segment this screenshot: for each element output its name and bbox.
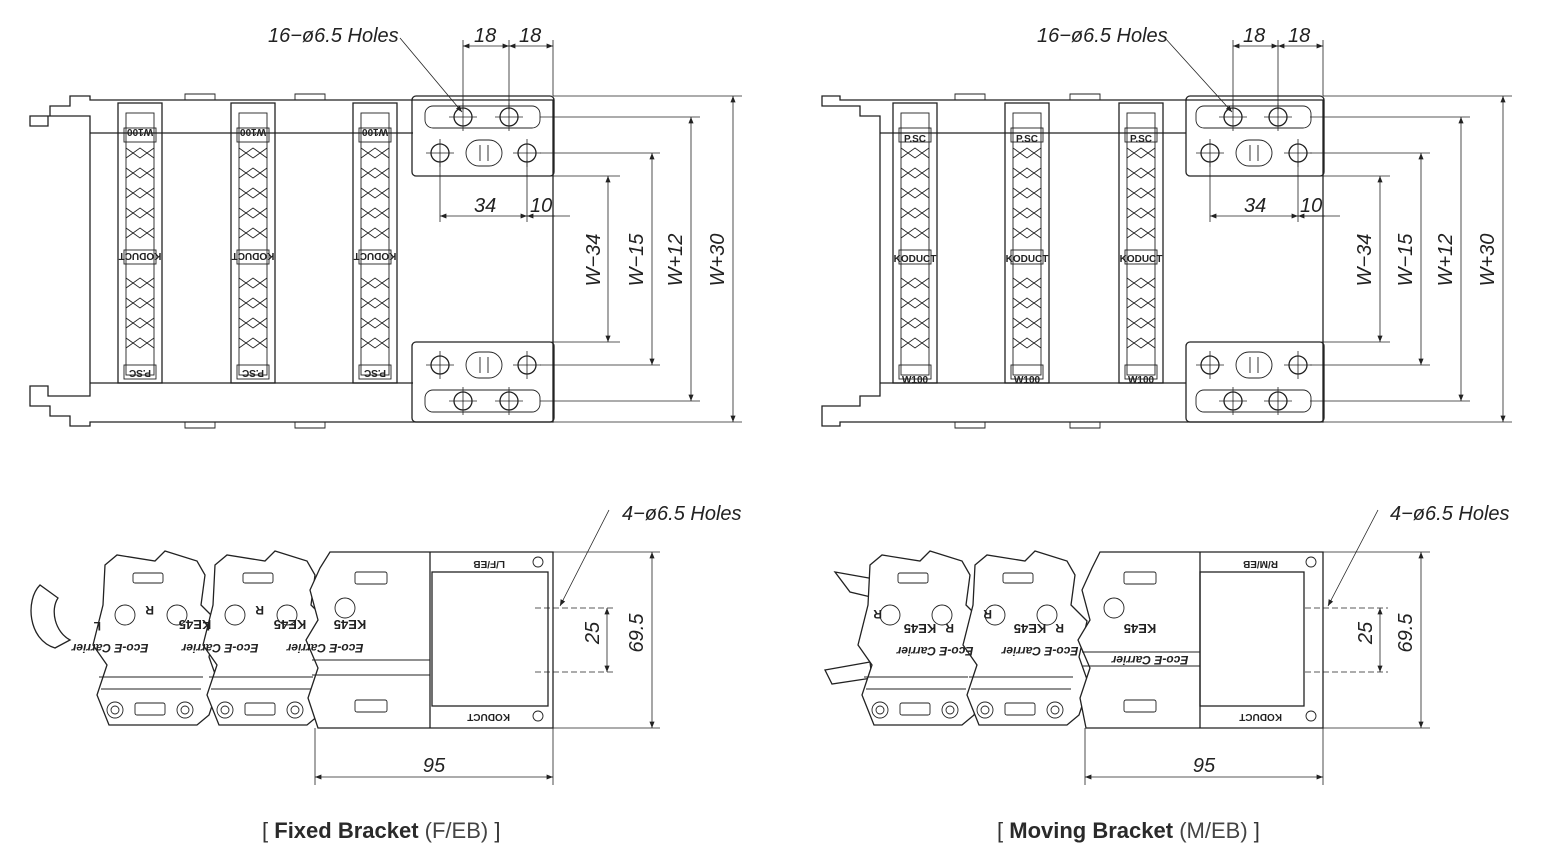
svg-text:P.SC: P.SC	[242, 367, 264, 378]
moving-dim-69.5: 69.5	[1395, 613, 1417, 653]
moving-model-label-1: KE45	[904, 621, 937, 636]
fixed-dim-w+30: W+30	[707, 234, 729, 287]
moving-model-label-3: KE45	[1124, 621, 1157, 636]
fixed-model-label-2: KE45	[274, 617, 307, 632]
svg-text:P.SC: P.SC	[129, 367, 151, 378]
fixed-dim-w+12: W+12	[665, 234, 687, 287]
fixed-dim-w-15: W−15	[626, 233, 648, 287]
moving-product-label-2: Eco-E Carrier	[1000, 644, 1078, 658]
svg-text:W100: W100	[1014, 375, 1041, 386]
moving-caption-code: (M/EB)	[1179, 818, 1248, 843]
fixed-caption-code: (F/EB)	[424, 818, 489, 843]
moving-dim-95: 95	[1193, 755, 1216, 777]
fixed-r-mark-1: R	[145, 603, 154, 617]
caption-open-bracket: [	[997, 818, 1004, 843]
fixed-bottom-holes-label: 4−ø6.5 Holes	[622, 503, 742, 525]
svg-text:P.SC: P.SC	[364, 367, 386, 378]
svg-text:KODUCT: KODUCT	[119, 250, 162, 261]
moving-link-labels: P.SC P.SC P.SC KODUCT KODUCT KODUCT W100…	[894, 134, 1163, 386]
moving-product-label-1: Eco-E Carrier	[895, 644, 973, 658]
fixed-side-view	[30, 550, 554, 729]
moving-side-mark-1: R	[945, 621, 954, 635]
svg-text:KODUCT: KODUCT	[1120, 254, 1163, 265]
fixed-side-mark-1: L	[94, 619, 101, 633]
moving-r-mark-1: R	[873, 607, 882, 621]
fixed-dim-95: 95	[423, 755, 446, 777]
svg-text:W100: W100	[362, 126, 389, 137]
fixed-dim-69.5: 69.5	[626, 613, 648, 653]
moving-dim-w-34: W−34	[1354, 234, 1376, 287]
moving-model-label-2: KE45	[1014, 621, 1047, 636]
fixed-model-label-1: KE45	[179, 617, 212, 632]
caption-close-bracket: ]	[494, 818, 501, 843]
fixed-product-label-2: Eco-E Carrier	[180, 641, 258, 655]
fixed-dim-w-34: W−34	[583, 234, 605, 287]
svg-text:W100: W100	[1128, 375, 1155, 386]
fixed-top-holes-label: 16−ø6.5 Holes	[268, 25, 399, 47]
fixed-bracket-label: L/F/EB	[473, 558, 505, 569]
moving-dim-34: 34	[1244, 195, 1266, 217]
svg-text:P.SC: P.SC	[1130, 134, 1152, 145]
moving-top-holes-label: 16−ø6.5 Holes	[1037, 25, 1168, 47]
svg-text:KODUCT: KODUCT	[1006, 254, 1049, 265]
moving-caption-title: Moving Bracket	[1009, 818, 1174, 843]
fixed-dim-10: 10	[530, 195, 552, 217]
fixed-caption-title: Fixed Bracket	[274, 818, 419, 843]
moving-dim-18a: 18	[1243, 25, 1265, 47]
fixed-product-label-1: Eco-E Carrier	[70, 641, 148, 655]
caption-open-bracket: [	[262, 818, 269, 843]
moving-dim-18b: 18	[1288, 25, 1310, 47]
moving-bracket-caption: [ Moving Bracket (M/EB) ]	[997, 818, 1260, 844]
svg-text:W100: W100	[127, 126, 154, 137]
moving-brand-label: KODUCT	[1239, 711, 1282, 722]
moving-dim-w+12: W+12	[1435, 234, 1457, 287]
fixed-dim-18a: 18	[474, 25, 496, 47]
svg-text:KODUCT: KODUCT	[894, 254, 937, 265]
svg-text:KODUCT: KODUCT	[232, 250, 275, 261]
fixed-brand-label: KODUCT	[467, 711, 510, 722]
moving-bottom-holes-label: 4−ø6.5 Holes	[1390, 503, 1510, 525]
moving-dim-w+30: W+30	[1477, 234, 1499, 287]
moving-side-dimensions	[1084, 509, 1430, 785]
fixed-bracket-caption: [ Fixed Bracket (F/EB) ]	[262, 818, 500, 844]
fixed-side-dimensions	[314, 509, 660, 785]
svg-text:KODUCT: KODUCT	[354, 250, 397, 261]
moving-side-mark-2: R	[1055, 621, 1064, 635]
svg-text:W100: W100	[902, 375, 929, 386]
svg-text:P.SC: P.SC	[904, 134, 926, 145]
moving-side-view	[824, 550, 1324, 729]
moving-dim-10: 10	[1300, 195, 1322, 217]
moving-product-label-3: Eco-E Carrier	[1110, 653, 1188, 667]
fixed-link-labels: W100 W100 W100 KODUCT KODUCT KODUCT P.SC…	[119, 126, 397, 378]
moving-dim-25: 25	[1355, 621, 1377, 645]
caption-close-bracket: ]	[1253, 818, 1260, 843]
fixed-dim-25: 25	[582, 621, 604, 645]
fixed-dim-18b: 18	[519, 25, 541, 47]
moving-r-mark-2: R	[983, 607, 992, 621]
moving-dim-w-15: W−15	[1395, 233, 1417, 287]
svg-text:W100: W100	[240, 126, 267, 137]
moving-bracket-label: R/M/EB	[1243, 558, 1278, 569]
svg-text:P.SC: P.SC	[1016, 134, 1038, 145]
moving-top-dimensions	[1164, 37, 1512, 423]
fixed-dim-34: 34	[474, 195, 496, 217]
fixed-top-dimensions	[399, 37, 742, 423]
fixed-model-label-3: KE45	[334, 617, 367, 632]
fixed-r-mark-2: R	[255, 603, 264, 617]
fixed-top-view	[29, 93, 555, 429]
fixed-side-mark-2: L	[203, 619, 210, 633]
fixed-product-label-3: Eco-E Carrier	[285, 641, 363, 655]
